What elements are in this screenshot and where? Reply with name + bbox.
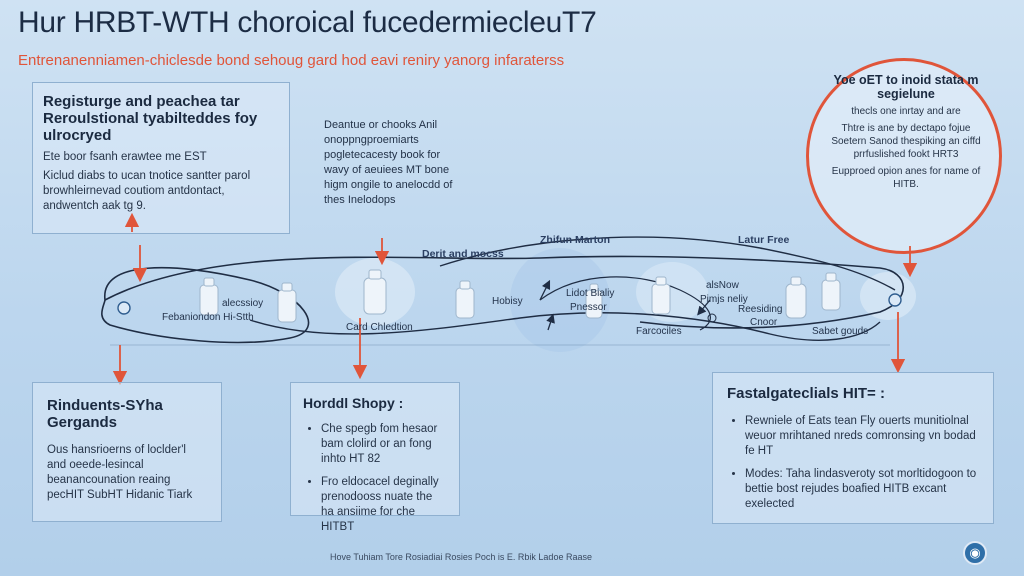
label-alsnow: alsNow [706, 280, 739, 291]
bottom-middle-heading: Horddl Shopy : [303, 395, 404, 411]
arrow-icon [697, 299, 711, 316]
label-lidot-bialiy: Lidot Bialiy [566, 288, 615, 299]
label-farcociles: Farcociles [636, 326, 682, 337]
label-zhifun-marton: Zhifun Marton [540, 234, 610, 246]
bottom-left-text: Ous hansrioerns of loclder'l and oeede-l… [47, 444, 193, 501]
bottom-right-info-box: Fastalgateclials HIT= : Rewniele of Eats… [712, 372, 994, 524]
bottom-middle-info-box: Horddl Shopy : Che spegb fom hesaor bam … [290, 382, 460, 533]
label-pimjs-neliy: Pimjs neliy [700, 294, 748, 305]
node-right [888, 293, 902, 307]
top-left-line1: Ete boor fsanh erawtee me EST [43, 151, 207, 163]
circle-line1: thecls one inrtay and are [851, 106, 961, 117]
label-dent-and-mocss: Derit and mocss [422, 248, 504, 260]
globe-icon: ◉ [963, 541, 987, 565]
circle-bullet2: Eupproed opion anes for name of HITB. [831, 166, 981, 190]
page-subtitle: Entrenanenniamen-chiclesde bond sehoug g… [18, 52, 565, 69]
top-left-info-box: Registurge and peachea tar Reroulstional… [32, 82, 290, 234]
arrow-icon [539, 279, 551, 301]
node-left [117, 301, 131, 315]
bottom-left-info-box: Rinduents-SYha Gergands Ous hansrioerns … [32, 382, 222, 522]
center-note: Deantue or chooks Anil onoppngproemiarts… [324, 119, 453, 206]
bottle-icon [455, 280, 475, 319]
top-left-heading: Registurge and peachea tar Reroulstional… [43, 93, 258, 144]
bottom-right-list: Rewniele of Eats tean Fly ouerts munitio… [727, 414, 979, 512]
bottle-icon [785, 276, 807, 319]
flow-loop-left [101, 266, 310, 344]
page-title: Hur HRBT-WTH choroical fucedermiecleuT7 [18, 6, 597, 39]
flow-line-lower [249, 312, 881, 341]
bottle-icon [651, 276, 671, 315]
arrow-icon [546, 313, 555, 331]
label-pnessor: Pnessor [570, 302, 607, 313]
node-mid [707, 313, 717, 323]
bottle-icon [277, 282, 297, 323]
glow-blob [860, 272, 916, 320]
label-alecssioy: alecssioy [222, 298, 264, 309]
label-cnoor: Cnoor [750, 317, 778, 328]
label-sabet-gouds: Sabet gouds [812, 326, 869, 337]
flow-line-upper [439, 236, 896, 291]
glow-blob [636, 262, 708, 322]
bottle-icon [821, 272, 841, 311]
label-hobisy: Hobisy [492, 296, 523, 307]
circle-heading: Yoe oET to inoid stata m segielune [833, 73, 979, 101]
glow-blob [510, 248, 610, 352]
flow-line-inner [539, 276, 711, 331]
circle-note: Yoe oET to inoid stata m segielune thecl… [806, 58, 1002, 254]
label-febanion: Febaniondon Hi-Stth [162, 312, 254, 323]
label-latur-free: Latur Free [738, 234, 790, 246]
top-left-line2: Kiclud diabs to ucan tnotice santter par… [43, 170, 251, 212]
footer-credits: Hove Tuhiam Tore Rosiadiai Rosies Poch i… [330, 552, 592, 562]
bottom-middle-list: Che spegb fom hesaor bam clolird or an f… [303, 422, 447, 535]
bottom-middle-bullet: Fro eldocacel deginally prenodooss nuate… [321, 475, 447, 535]
flow-line-main [104, 255, 905, 329]
bottle-icon [363, 269, 387, 315]
bottle-icon [585, 283, 603, 319]
bottom-middle-bullet: Che spegb fom hesaor bam clolird or an f… [321, 422, 447, 467]
bottom-right-bullet: Modes: Taha lindasveroty sot morltidogoo… [745, 467, 979, 512]
label-reesiding: Reesiding [738, 304, 783, 315]
bottle-icon [199, 277, 219, 316]
bottom-right-bullet: Rewniele of Eats tean Fly ouerts munitio… [745, 414, 979, 459]
bottom-right-heading: Fastalgateclials HIT= : [727, 385, 885, 402]
bottom-left-heading: Rinduents-SYha Gergands [47, 397, 163, 431]
label-card-chledtion: Card Chledtion [346, 322, 413, 333]
circle-bullet1: Thtre is ane by dectapo fojue Soetern Sa… [831, 123, 981, 160]
